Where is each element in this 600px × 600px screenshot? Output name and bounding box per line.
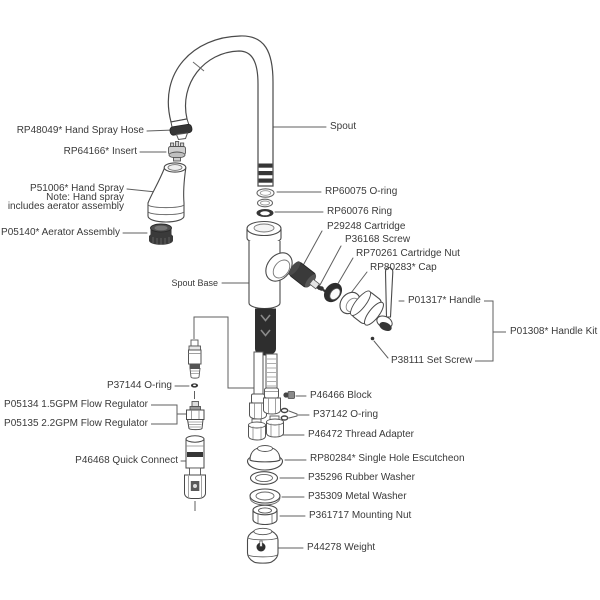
spout-tube (167, 35, 274, 187)
handle-kit-bracket (475, 300, 506, 362)
set-screw-part (370, 336, 375, 341)
label-oring-60075: RP60075 O-ring (325, 186, 398, 197)
block-part (283, 391, 295, 399)
oring-37144-part (190, 383, 199, 388)
cartridge-part (288, 261, 322, 291)
label-hand-spray-line1: P51006* Hand Spray (30, 183, 124, 194)
label-block: P46466 Block (310, 390, 372, 401)
label-quick-connect: P46468 Quick Connect (75, 455, 178, 466)
hose-connector-line (193, 316, 261, 511)
label-hand-spray-hose: RP48049* Hand Spray Hose (16, 125, 144, 136)
label-weight: P44278 Weight (307, 542, 376, 553)
label-set-screw: P38111 Set Screw (391, 355, 473, 366)
leader-lines (122, 126, 405, 549)
label-hand-spray-note1: Note: Hand spray (46, 192, 124, 203)
label-insert: RP64166* Insert (63, 146, 137, 157)
escutcheon-part (246, 445, 284, 471)
mounting-nut-part (252, 504, 278, 526)
label-cartridge-nut: RP70261 Cartridge Nut (356, 248, 460, 259)
label-hand-spray-note2: includes aerator assembly (7, 201, 124, 212)
label-spout: Spout (330, 121, 357, 132)
ring-60076-part (256, 209, 274, 217)
label-screw: P36168 Screw (345, 234, 411, 245)
rubber-washer-part (249, 471, 279, 485)
weight-part (246, 527, 279, 564)
label-rubber-washer: P35296 Rubber Washer (308, 472, 415, 483)
oring-37142-part (280, 407, 289, 421)
thread-adapter-part (248, 415, 284, 441)
flow-regulator-bracket (151, 404, 186, 425)
label-hand-spray: P51006* Hand Spray Note: Hand spray incl… (7, 183, 124, 212)
handle-part (350, 266, 394, 332)
flow-regulator-part (186, 401, 205, 431)
label-aerator-assembly: P05140* Aerator Assembly (1, 227, 120, 238)
label-oring-37142: P37142 O-ring (313, 409, 379, 420)
label-mounting-nut: P361717 Mounting Nut (309, 510, 412, 521)
label-handle: P01317* Handle (408, 295, 481, 306)
label-thread-adapter: P46472 Thread Adapter (308, 429, 415, 440)
label-handle-kit: P01308* Handle Kit (510, 326, 598, 337)
aerator-part (149, 223, 173, 245)
insert-part (168, 141, 186, 162)
label-flow-regulator-15: P05134 1.5GPM Flow Regulator (4, 399, 148, 410)
label-oring-37144: P37144 O-ring (106, 380, 172, 391)
label-spout-base: Spout Base (171, 278, 218, 288)
spout-base-part (246, 220, 293, 310)
adapter-part (188, 339, 202, 379)
label-cartridge: P29248 Cartridge (327, 221, 406, 232)
label-escutcheon: RP80284* Single Hole Escutcheon (310, 453, 465, 464)
hand-spray-head (147, 162, 187, 223)
hose-assembly (249, 308, 281, 420)
oring-60075-part (256, 188, 275, 208)
metal-washer-part (249, 488, 281, 506)
label-cap: RP80283* Cap (370, 262, 437, 273)
label-flow-regulator-22: P05135 2.2GPM Flow Regulator (4, 418, 148, 429)
label-ring-60076: RP60076 Ring (327, 206, 393, 217)
hand-spray-hose-end (169, 118, 193, 141)
label-metal-washer: P35309 Metal Washer (308, 491, 407, 502)
quick-connect-part (184, 435, 206, 499)
cartridge-nut-part (323, 282, 343, 303)
